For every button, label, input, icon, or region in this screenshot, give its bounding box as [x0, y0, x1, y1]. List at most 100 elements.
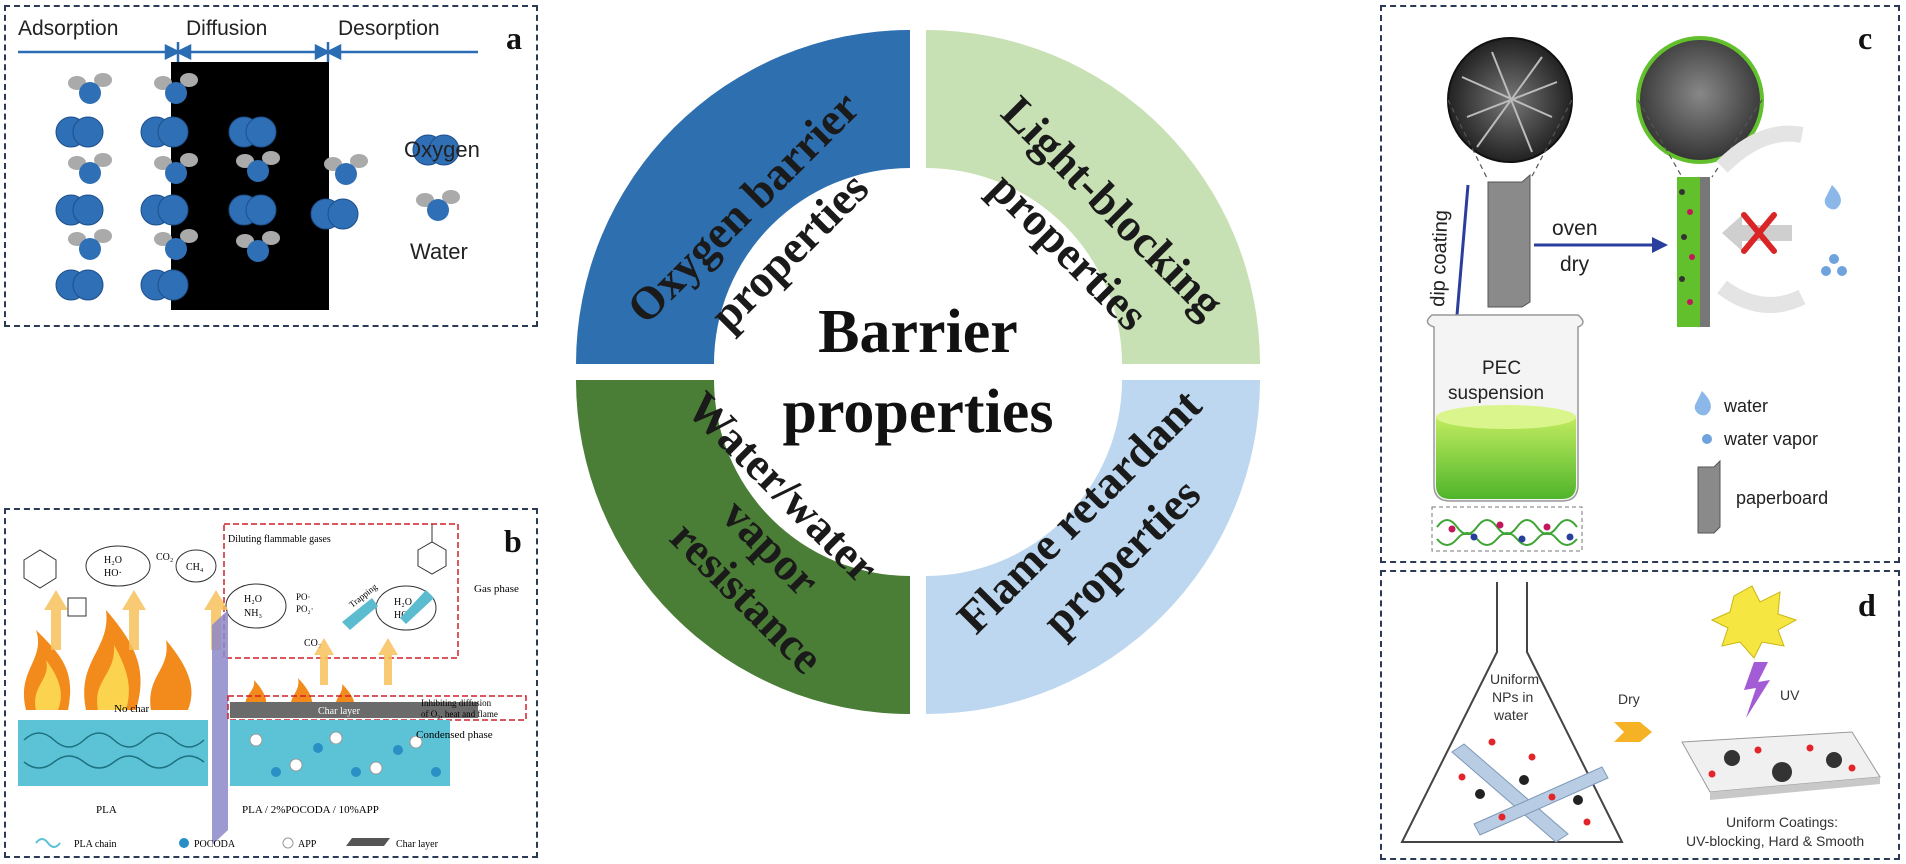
legend-water-label: Water — [410, 239, 468, 264]
barrier-properties-donut: Oxygen barrier properties Light-blocking… — [576, 30, 1260, 714]
no-char-label: No char — [114, 703, 149, 715]
coated-plate-edge — [1710, 777, 1880, 800]
center-title-line1: Barrier — [818, 298, 1018, 366]
pec-label-2: suspension — [1448, 383, 1544, 404]
condensed-phase-label: Condensed phase — [416, 729, 493, 741]
legend-water: water — [1723, 396, 1768, 416]
nanoparticles-red — [1458, 738, 1591, 826]
coating-dots — [1679, 189, 1695, 305]
coating-particles — [1708, 744, 1856, 782]
segment-light-blocking — [926, 30, 1260, 364]
char-layer-bar — [230, 702, 478, 718]
chem-po2: PO₂· — [296, 604, 314, 614]
legend-water-icon — [1694, 391, 1711, 416]
deflect-arrow-down — [1717, 280, 1806, 313]
inhibiting-label-1: Inhibiting diffusion — [421, 698, 492, 708]
legend-oxygen-label: Oxygen — [404, 137, 480, 162]
vapor-drops-icon — [1821, 254, 1847, 276]
uv-ray-icon — [1744, 662, 1770, 718]
pec-network — [1436, 519, 1578, 546]
panel-d: Uniform NPs in water Dry UV Uniform Coat… — [1380, 570, 1900, 860]
uniform-label-2: NPs in — [1492, 689, 1533, 705]
legend-char-icon — [346, 838, 390, 846]
stage-desorption-label: Desorption — [338, 17, 440, 40]
flask — [1400, 582, 1624, 843]
legend-app-icon — [282, 837, 294, 849]
panel-c: dip coating oven dry PEC suspension wate… — [1380, 5, 1900, 563]
pec-liquid-surface — [1436, 405, 1576, 429]
pec-network-dots — [1448, 521, 1574, 543]
blocked-x-icon — [1741, 212, 1777, 254]
gas-clouds — [85, 545, 437, 631]
legend-pla-chain: PLA chain — [74, 839, 117, 850]
pla-chains — [23, 732, 205, 769]
legend-app: APP — [298, 839, 317, 850]
segment-water-vapor — [576, 380, 910, 714]
paperboard-core — [1700, 177, 1710, 327]
legend-paperboard-icon — [1697, 459, 1721, 534]
panel-c-diagram: dip coating oven dry PEC suspension wate… — [1426, 20, 1872, 552]
legend-vapor-icon — [1702, 434, 1712, 444]
legend-char: Char layer — [396, 839, 439, 850]
oven-label: oven — [1552, 217, 1598, 240]
panel-d-letter: d — [1858, 587, 1876, 623]
gas-phase-box — [223, 523, 459, 659]
segment-flame-retardant — [926, 380, 1260, 714]
coating-label-1: Uniform Coatings: — [1726, 814, 1838, 830]
chem-co2-1: CO₂ — [156, 552, 173, 563]
pla-mix-label: PLA / 2%POCODA / 10%APP — [242, 804, 379, 816]
pla-mix-slab — [230, 720, 450, 786]
legend-pocoda: POCODA — [194, 839, 236, 850]
panel-b-letter: b — [504, 523, 522, 559]
uv-label: UV — [1780, 687, 1800, 703]
pec-network-box — [1431, 506, 1583, 552]
chem-co2-2: CO₂ — [304, 638, 321, 649]
water-molecules — [68, 73, 460, 262]
chem-h2o-3: H₂O — [394, 597, 412, 608]
pocoda-particles — [271, 743, 441, 777]
uniform-label-3: water — [1493, 707, 1529, 723]
chem-h2o-1: H₂O — [104, 555, 122, 566]
deflect-arrow-up — [1716, 125, 1804, 173]
diluting-label: Diluting flammable gases — [228, 534, 331, 545]
char-layer-label: Char layer — [318, 706, 361, 717]
legend-vapor: water vapor — [1723, 429, 1818, 449]
uniform-label-1: Uniform — [1490, 671, 1539, 687]
panel-a-diagram: Adsorption Diffusion Desorption — [18, 17, 522, 310]
panel-d-diagram: Uniform NPs in water Dry UV Uniform Coat… — [1400, 582, 1881, 849]
segment-oxygen-barrier — [576, 30, 910, 364]
oven-arrow-head — [1652, 237, 1668, 253]
coating-label-2: UV-blocking, Hard & Smooth — [1686, 833, 1864, 849]
heat-arrows — [44, 590, 398, 685]
gas-phase-label: Gas phase — [474, 583, 519, 595]
panel-a-letter: a — [506, 20, 522, 56]
stage-arrows — [18, 42, 478, 62]
chem-h2o-2: H₂O — [244, 594, 262, 605]
center-title-line2: properties — [783, 378, 1054, 446]
chem-ch4: CH₄ — [186, 562, 204, 573]
water-drop-icon — [1824, 185, 1841, 210]
chem-ho-1: HO· — [104, 568, 122, 579]
uv-source-icon — [1710, 585, 1798, 659]
pec-liquid — [1436, 411, 1576, 499]
dip-coating-label: dip coating — [1427, 210, 1452, 307]
panel-b: H₂O HO· CO₂ CH₄ H₂O NH₃ PO· PO₂· H₂O HO·… — [4, 508, 538, 858]
panel-c-letter: c — [1858, 20, 1872, 56]
oxygen-molecules — [55, 116, 460, 301]
stage-adsorption-label: Adsorption — [18, 17, 118, 40]
sem-fibers — [1461, 51, 1558, 153]
pla-label: PLA — [96, 804, 117, 816]
dry-label: Dry — [1618, 691, 1640, 707]
inhibiting-label-2: of O₂, heat and flame — [421, 709, 498, 719]
stage-diffusion-label: Diffusion — [186, 17, 267, 40]
flames — [23, 610, 355, 710]
app-particles — [249, 731, 423, 775]
membrane-block — [171, 62, 329, 310]
dry-label: dry — [1560, 253, 1590, 276]
legend-paperboard: paperboard — [1736, 488, 1828, 508]
chem-nh3: NH₃ — [244, 608, 262, 619]
legend-pocoda-icon — [179, 838, 189, 848]
pec-label-1: PEC — [1482, 358, 1521, 379]
nanoparticles-black — [1475, 775, 1583, 805]
divider-plate — [212, 610, 228, 845]
